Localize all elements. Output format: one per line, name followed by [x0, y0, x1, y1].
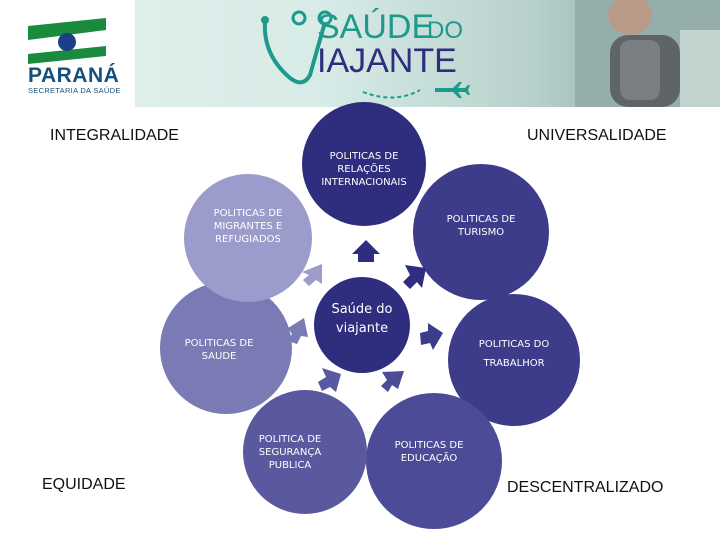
node-turismo — [413, 164, 549, 300]
node-seguranca-line-1: POLITICA DE — [259, 434, 322, 445]
stethoscope-icon — [262, 21, 327, 85]
traveler-photo — [575, 0, 720, 107]
arrow-left-icon — [288, 318, 308, 344]
node-trabalhor — [448, 294, 580, 426]
node-seguranca-line-2: SEGURANÇA — [259, 447, 322, 458]
center-node — [314, 277, 410, 373]
arrow-upright-icon — [403, 265, 426, 289]
node-educacao — [366, 393, 502, 529]
node-relacoes-line-2: RELAÇÕES — [337, 162, 390, 175]
node-migrantes — [184, 174, 312, 302]
arrow-downright-icon — [381, 371, 404, 392]
node-seguranca-line-3: PUBLICA — [269, 460, 312, 471]
node-saude-line-1: POLITICAS DE — [185, 338, 254, 349]
airplane-icon — [435, 82, 470, 98]
center-line-2: viajante — [336, 321, 388, 336]
node-migrantes-line-2: MIGRANTES E — [214, 221, 282, 232]
node-turismo-line-1: POLITICAS DE — [447, 214, 516, 225]
node-educacao-line-2: EDUCAÇÃO — [401, 451, 458, 464]
center-line-1: Saúde do — [331, 302, 392, 317]
arrow-downleft-icon — [318, 368, 341, 392]
arrow-up-icon — [352, 240, 380, 262]
label-descentralizado: DESCENTRALIZADO — [507, 479, 664, 496]
label-universalidade: UNIVERSALIDADE — [527, 127, 667, 144]
node-migrantes-line-3: REFUGIADOS — [215, 234, 281, 245]
state-name: PARANÁ — [28, 64, 120, 87]
title-do: DO — [427, 17, 463, 44]
node-saude-line-2: SAUDE — [202, 351, 237, 362]
saude-do-viajante-title: SAÚDE DO IAJANTE — [261, 8, 470, 99]
node-relacoes-line-3: INTERNACIONAIS — [321, 177, 406, 188]
header-banner: PARANÁ SECRETARIA DA SAÚDE SAÚDE DO IAJA… — [0, 0, 720, 107]
arrow-right-icon — [420, 323, 443, 350]
parana-logo: PARANÁ SECRETARIA DA SAÚDE — [0, 0, 135, 107]
node-turismo-line-2: TURISMO — [457, 227, 504, 238]
title-saude: SAÚDE — [317, 8, 434, 46]
node-saude — [160, 282, 292, 414]
node-seguranca — [243, 390, 367, 514]
node-relacoes — [302, 102, 426, 226]
department-name: SECRETARIA DA SAÚDE — [28, 86, 121, 95]
title-viajante: IAJANTE — [317, 42, 457, 80]
node-trabalhor-line-2: TRABALHOR — [482, 358, 544, 369]
node-trabalhor-line-1: POLITICAS DO — [479, 339, 550, 350]
label-equidade: EQUIDADE — [42, 476, 126, 493]
arrow-upleft-icon — [302, 264, 322, 286]
node-educacao-line-1: POLITICAS DE — [395, 440, 464, 451]
parana-flag-icon — [28, 18, 106, 64]
label-integralidade: INTEGRALIDADE — [50, 127, 179, 144]
node-migrantes-line-1: POLITICAS DE — [214, 208, 283, 219]
node-relacoes-line-1: POLITICAS DE — [330, 151, 399, 162]
